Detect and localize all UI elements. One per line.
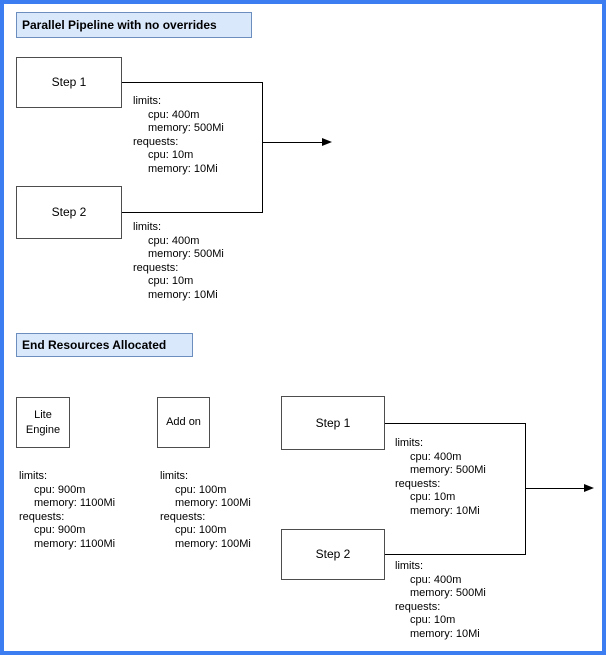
pipeline-section-title: Parallel Pipeline with no overrides	[16, 12, 252, 38]
requests-memory: memory: 100Mi	[175, 537, 251, 550]
add-on-box: Add on	[157, 397, 210, 448]
end-step2-connector-line	[385, 554, 525, 555]
requests-memory: memory: 10Mi	[410, 504, 480, 517]
pipeline-step1-connector-line	[122, 82, 262, 83]
end-step1-label: Step 1	[315, 415, 351, 430]
end-output-arrowhead-icon	[584, 483, 594, 492]
pipeline-step1-resources: limits: cpu: 400m memory: 500Mi requests…	[133, 95, 224, 176]
requests-cpu: cpu: 10m	[410, 491, 456, 503]
limits-memory: memory: 500Mi	[410, 464, 486, 476]
limits-memory: memory: 500Mi	[148, 122, 224, 134]
end-step1-resources: limits: cpu: 400m memory: 500Mi requests…	[395, 437, 486, 518]
limits-label: limits:	[395, 560, 424, 572]
requests-cpu: cpu: 900m	[34, 524, 86, 536]
pipeline-output-arrow-shaft	[262, 142, 323, 143]
limits-memory: memory: 500Mi	[148, 248, 224, 260]
requests-memory: memory: 10Mi	[410, 627, 480, 640]
pipeline-step2-resources: limits: cpu: 400m memory: 500Mi requests…	[133, 221, 224, 302]
requests-cpu: cpu: 10m	[410, 614, 456, 626]
end-step2-box: Step 2	[281, 529, 385, 580]
pipeline-step2-box: Step 2	[16, 186, 122, 239]
limits-cpu: cpu: 400m	[410, 450, 462, 463]
pipeline-step2-label: Step 2	[51, 205, 87, 219]
limits-memory: memory: 100Mi	[175, 497, 251, 509]
end-step2-label: Step 2	[315, 547, 351, 561]
lite-engine-resources: limits: cpu: 900m memory: 1100Mi request…	[19, 470, 115, 551]
limits-cpu: cpu: 400m	[148, 108, 200, 121]
limits-label: limits:	[133, 95, 162, 107]
requests-label: requests:	[160, 510, 206, 523]
pipeline-step2-connector-line	[122, 212, 262, 213]
requests-cpu: cpu: 10m	[148, 275, 194, 287]
requests-cpu: cpu: 10m	[148, 149, 194, 161]
pipeline-step1-box: Step 1	[16, 57, 122, 108]
requests-memory: memory: 10Mi	[148, 288, 218, 301]
limits-memory: memory: 1100Mi	[34, 497, 116, 509]
end-merge-line	[525, 423, 526, 555]
requests-label: requests:	[19, 510, 65, 523]
end-step1-box: Step 1	[281, 396, 385, 450]
requests-label: requests:	[133, 261, 179, 274]
limits-label: limits:	[19, 470, 48, 482]
requests-memory: memory: 1100Mi	[34, 537, 116, 550]
lite-engine-label-line1: Lite	[34, 408, 52, 421]
requests-memory: memory: 10Mi	[148, 162, 218, 175]
pipeline-merge-line	[262, 82, 263, 213]
limits-label: limits:	[395, 437, 424, 449]
limits-cpu: cpu: 900m	[34, 483, 86, 496]
end-output-arrow-shaft	[525, 488, 584, 489]
pipeline-step1-label: Step 1	[51, 75, 87, 89]
lite-engine-box: Lite Engine	[16, 397, 70, 448]
limits-cpu: cpu: 100m	[175, 483, 227, 496]
requests-label: requests:	[395, 477, 441, 490]
limits-label: limits:	[133, 221, 162, 233]
lite-engine-label-line2: Engine	[25, 423, 61, 436]
add-on-resources: limits: cpu: 100m memory: 100Mi requests…	[160, 470, 251, 551]
limits-cpu: cpu: 400m	[148, 234, 200, 247]
limits-cpu: cpu: 400m	[410, 573, 462, 586]
limits-memory: memory: 500Mi	[410, 587, 486, 599]
pipeline-output-arrowhead-icon	[322, 137, 332, 146]
limits-label: limits:	[160, 470, 189, 482]
add-on-label: Add on	[166, 416, 201, 428]
end-section-title: End Resources Allocated	[16, 333, 193, 357]
end-step2-resources: limits: cpu: 400m memory: 500Mi requests…	[395, 560, 486, 641]
requests-label: requests:	[133, 135, 179, 148]
end-step1-connector-line	[385, 423, 525, 424]
requests-cpu: cpu: 100m	[175, 524, 227, 536]
requests-label: requests:	[395, 600, 441, 613]
